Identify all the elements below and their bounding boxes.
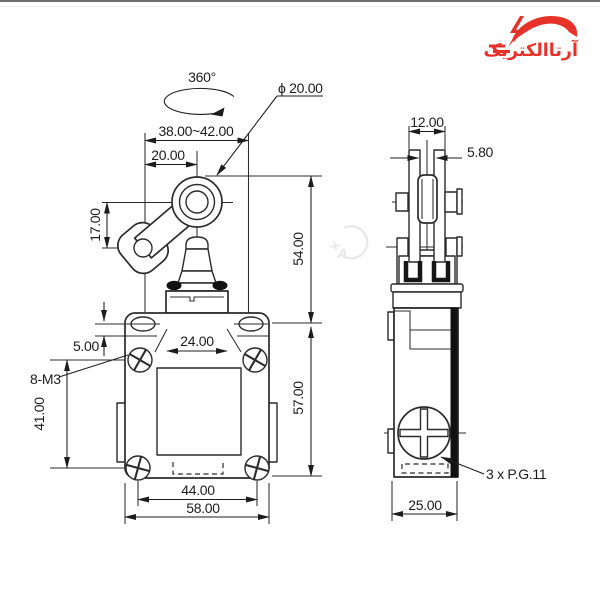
side-dimension-lines [390,128,485,517]
head-block [165,290,229,314]
dim-screw-horizontal: 44.00 [181,482,215,498]
watermark: A [329,225,369,262]
svg-text:A: A [336,245,348,262]
label-conduit: 3 x P.G.11 [486,466,547,482]
roller-hub [185,190,209,214]
label-thread: 8-M3 [30,371,61,387]
dim-roller-width: 5.80 [467,144,494,160]
plunger-flange [177,270,217,284]
hidden-edge-side [401,463,449,474]
dim-rotation: 360° [188,69,216,85]
plunger-base [174,282,220,292]
logo-lightning-icon [508,16,524,47]
dim-roller-diameter: ϕ 20.00 [278,80,323,96]
plunger-cap [185,236,209,250]
dim-body-height: 57.00 [290,381,306,415]
logo-swoosh [512,15,578,42]
gland-cross [399,408,449,458]
axle-nut-right [444,191,458,213]
axle-nut-left [395,192,409,212]
dim-lever-height: 17.00 [87,208,103,242]
hidden-edge-front [172,462,224,475]
side-view: 12.00 5.80 3 x P.G.11 25.00 [384,114,547,521]
roller-side [417,174,438,224]
plunger-body [181,248,213,272]
plunger-assembly [166,236,228,292]
seal-right [212,280,228,291]
front-dimension-lines [58,95,323,520]
dim-lever-offset: 20.00 [151,147,185,163]
switch-body-side [387,307,459,478]
head-cap-plate [390,283,464,293]
dim-slot-offset: 5.00 [73,338,100,354]
roller-lever [117,176,223,275]
image-top-border [0,0,600,2]
dim-upper-height: 54.00 [290,232,306,266]
dim-depth: 25.00 [408,497,442,513]
head-step-block [392,291,462,309]
image-top-border-light [0,6,600,7]
dim-screw-vertical: 41.00 [31,397,47,431]
pivot-hole [133,238,153,258]
screws-front [125,347,270,481]
dim-fork-width: 12.00 [410,114,444,130]
brand-logo: آرتاالکتریک [484,15,579,61]
dim-head-width: 24.00 [180,333,214,349]
side-lever-head [390,149,464,309]
channel-right [431,261,451,283]
seal-left [166,280,182,291]
dim-lever-range: 38.00~42.00 [159,123,234,139]
logo-speed-lines [489,44,510,53]
cover-window [156,367,242,456]
gasket-strip [450,307,458,478]
switch-body-front [116,290,278,481]
rotation-symbol [163,87,235,117]
front-view: 360° ϕ 20.00 38.00~42.00 20.00 17.00 5.0… [30,69,323,524]
channel-left [403,261,423,283]
logo-text: آرتاالکتریک [484,38,579,61]
dim-body-width: 58.00 [186,500,220,516]
